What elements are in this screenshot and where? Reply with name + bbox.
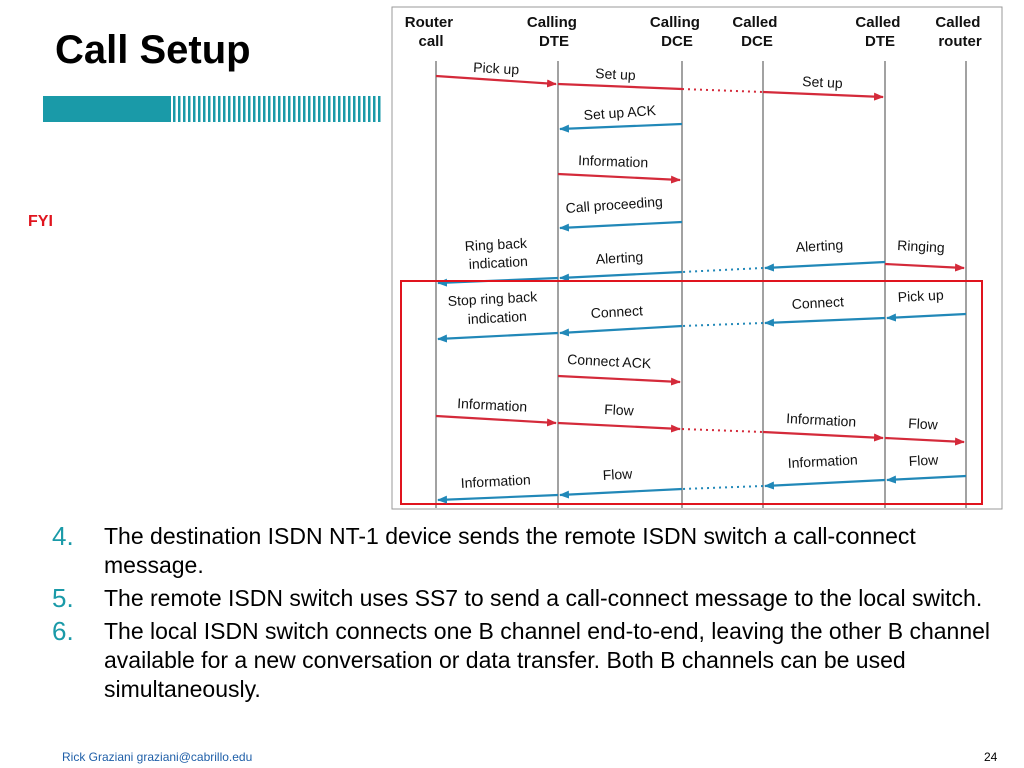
step-item: 5. The remote ISDN switch uses SS7 to se… bbox=[52, 584, 1002, 613]
arrow-flow-3 bbox=[559, 487, 683, 499]
arrow-flow-1 bbox=[557, 421, 681, 433]
arrow-call-proceeding bbox=[559, 220, 683, 232]
label-connect-2: Connect bbox=[791, 293, 844, 312]
decorative-bar bbox=[43, 96, 383, 122]
label-information-4: Information bbox=[787, 451, 858, 471]
header-called-dte: Called DTE bbox=[855, 14, 904, 50]
label-flow-4: Flow bbox=[908, 451, 939, 469]
page-number: 24 bbox=[984, 750, 998, 764]
arrow-ringing bbox=[884, 262, 965, 272]
header-calling-dte: Calling DTE bbox=[527, 14, 581, 50]
label-ringing: Ringing bbox=[897, 237, 945, 255]
steps-list: 4. The destination ISDN NT-1 device send… bbox=[52, 522, 1002, 708]
label-information-5: Information bbox=[460, 471, 531, 491]
arrow-connect-1 bbox=[559, 324, 683, 337]
label-information-2: Information bbox=[457, 395, 528, 415]
header-calling-dce: Calling DCE bbox=[650, 14, 704, 50]
label-ring-back-2: indication bbox=[468, 253, 528, 272]
label-connect-1: Connect bbox=[590, 302, 643, 321]
arrow-pick-up-2 bbox=[886, 312, 967, 322]
header-called-dce: Called DCE bbox=[732, 14, 781, 50]
step-number: 5. bbox=[52, 583, 74, 613]
arrow-set-up-2 bbox=[762, 90, 884, 101]
label-flow-1: Flow bbox=[604, 401, 635, 419]
arrow-information-1 bbox=[557, 172, 681, 184]
dotted-link-flow-out bbox=[681, 428, 764, 433]
arrow-pick-up-1 bbox=[435, 74, 557, 88]
arrow-flow-2 bbox=[884, 436, 965, 446]
label-call-proceeding: Call proceeding bbox=[565, 193, 663, 216]
label-pick-up-2: Pick up bbox=[897, 287, 944, 305]
slide-title: Call Setup bbox=[55, 28, 251, 72]
header-router-call: Router call bbox=[405, 14, 458, 50]
arrow-information-3 bbox=[762, 430, 884, 442]
arrow-alerting-1 bbox=[559, 270, 683, 282]
label-flow-3: Flow bbox=[602, 465, 633, 483]
dotted-link-flow-back bbox=[681, 485, 764, 490]
dotted-link-set-up bbox=[681, 88, 764, 93]
arrow-connect-2 bbox=[764, 316, 886, 327]
step-text: The remote ISDN switch uses SS7 to send … bbox=[104, 585, 983, 611]
step-text: The destination ISDN NT-1 device sends t… bbox=[104, 523, 916, 578]
dotted-link-alerting bbox=[681, 267, 764, 273]
step-number: 4. bbox=[52, 521, 74, 551]
call-setup-diagram: Router call Calling DTE Calling DCE Call… bbox=[391, 6, 1003, 510]
fyi-label: FYI bbox=[28, 213, 53, 230]
label-information-3: Information bbox=[786, 410, 857, 430]
arrow-connect-ack bbox=[557, 374, 681, 386]
label-set-up-ack: Set up ACK bbox=[583, 102, 657, 123]
label-alerting-1: Alerting bbox=[595, 249, 643, 267]
footer-author: Rick Graziani graziani@cabrillo.edu bbox=[62, 750, 253, 764]
dotted-link-connect bbox=[681, 322, 764, 327]
step-text: The local ISDN switch connects one B cha… bbox=[104, 618, 991, 702]
arrow-set-up-1 bbox=[557, 82, 683, 91]
arrow-information-5 bbox=[437, 493, 559, 504]
label-alerting-2: Alerting bbox=[795, 237, 843, 255]
arrow-stop-ring-back bbox=[437, 331, 559, 343]
label-set-up-2: Set up bbox=[802, 73, 843, 91]
label-stop-ring-2: indication bbox=[467, 308, 527, 327]
label-flow-2: Flow bbox=[908, 415, 939, 433]
label-pick-up-1: Pick up bbox=[473, 59, 520, 77]
label-stop-ring-1: Stop ring back bbox=[447, 288, 538, 309]
header-called-router: Called router bbox=[935, 14, 984, 50]
arrow-set-up-ack bbox=[559, 122, 683, 133]
step-number: 6. bbox=[52, 616, 74, 646]
arrow-information-4 bbox=[764, 478, 886, 490]
arrow-flow-4 bbox=[886, 474, 967, 484]
arrow-alerting-2 bbox=[764, 260, 886, 272]
label-information-1: Information bbox=[578, 152, 649, 170]
label-ring-back-1: Ring back bbox=[464, 235, 528, 254]
label-set-up-1: Set up bbox=[595, 65, 636, 83]
highlight-box bbox=[400, 280, 983, 505]
label-connect-ack: Connect ACK bbox=[567, 351, 652, 371]
diagram-frame bbox=[391, 6, 1003, 510]
step-item: 6. The local ISDN switch connects one B … bbox=[52, 617, 1002, 704]
step-item: 4. The destination ISDN NT-1 device send… bbox=[52, 522, 1002, 580]
arrow-information-2 bbox=[435, 414, 557, 427]
